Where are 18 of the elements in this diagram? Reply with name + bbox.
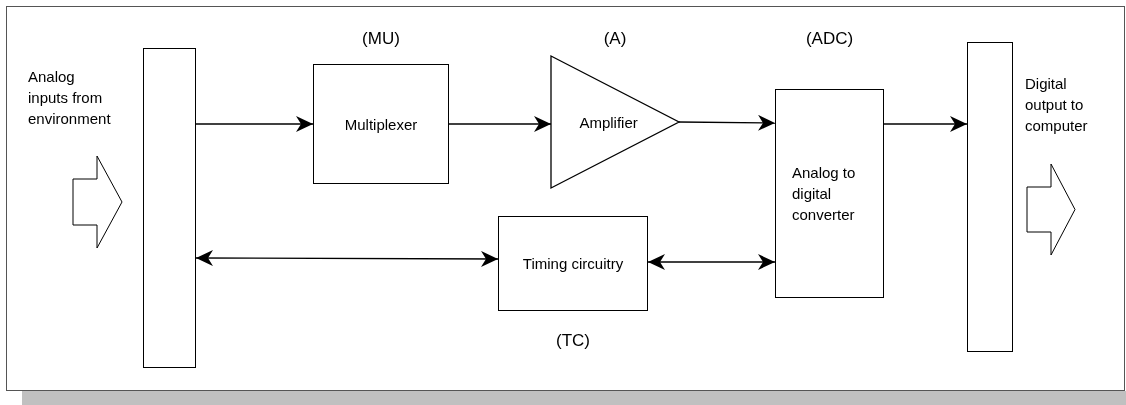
- arrow: [883, 116, 968, 132]
- io-label: Analog inputs from environment: [28, 67, 112, 129]
- arrow: [647, 254, 776, 270]
- interface-bar: [143, 48, 196, 368]
- block-label: (MU): [362, 28, 400, 50]
- block-label: (TC): [556, 330, 590, 352]
- block-name: Multiplexer: [344, 114, 418, 135]
- interface-bar: [967, 42, 1013, 352]
- block-name: Timing circuitry: [522, 254, 624, 274]
- block-name: Analog to digital converter: [791, 163, 857, 225]
- block-name: Amplifier: [579, 112, 638, 133]
- io-label: Digital output to computer: [1025, 74, 1089, 136]
- block-label: (A): [603, 28, 627, 50]
- arrow: [195, 250, 499, 267]
- arrow: [448, 116, 552, 132]
- block-label: (ADC): [805, 28, 854, 50]
- arrow: [678, 114, 776, 131]
- arrow: [195, 116, 314, 132]
